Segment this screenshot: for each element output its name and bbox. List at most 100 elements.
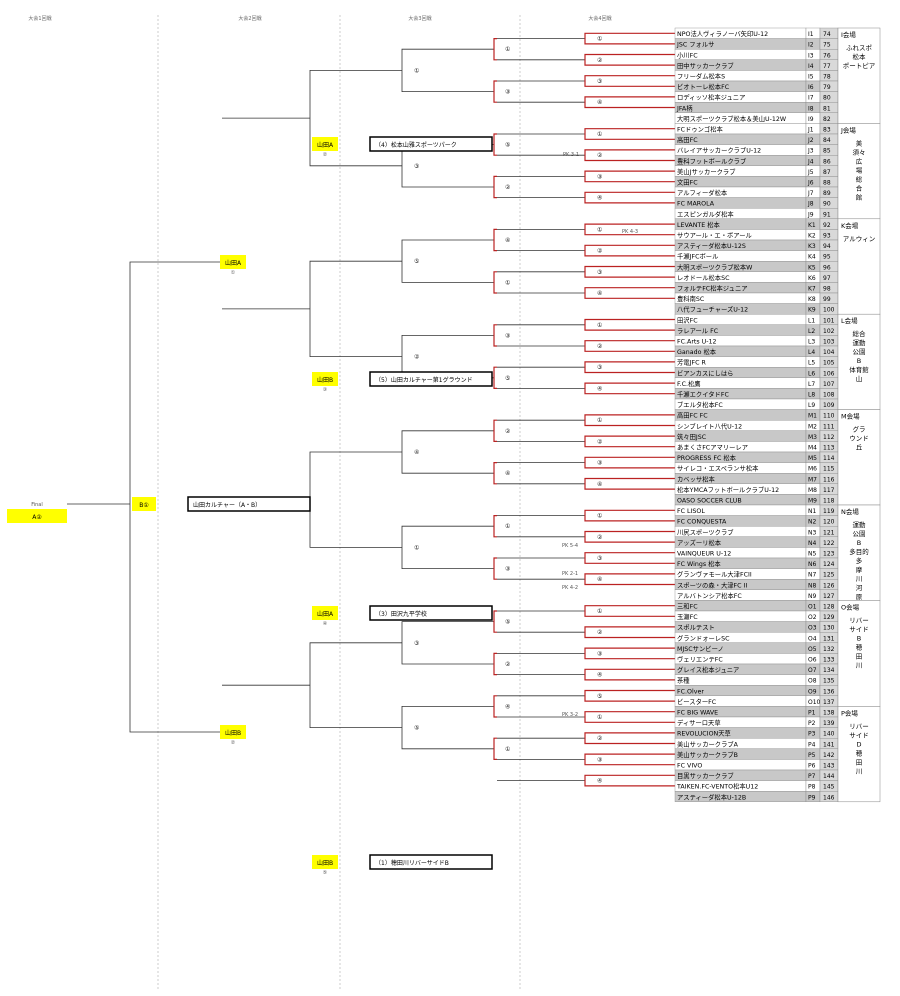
team-code: J3 — [807, 148, 814, 155]
team-number: 126 — [823, 582, 835, 589]
bracket-winner-lines — [493, 32, 675, 787]
bracket-line — [309, 70, 312, 167]
bracket-line — [493, 133, 497, 156]
team-code: O6 — [808, 657, 817, 664]
team-name: FC Wings 松本 — [677, 559, 721, 568]
team-number: 98 — [823, 286, 831, 293]
venue-name: L会場 — [841, 316, 858, 325]
team-name: ヴェリエンテFC — [677, 655, 723, 664]
bracket-line — [584, 753, 675, 766]
team-code: L5 — [808, 360, 815, 367]
match-number: ③ — [597, 756, 602, 763]
team-number: 81 — [823, 105, 831, 112]
team-name: ロディッソ松本ジュニア — [677, 93, 745, 102]
venue-line: アルウィン — [843, 235, 875, 243]
team-name: サウアール・エ・ボアール — [677, 232, 752, 240]
team-name: アスティーダ松本U-12B — [677, 792, 746, 801]
bracket-line — [584, 265, 675, 278]
bracket-line — [584, 605, 675, 617]
team-code: P2 — [808, 720, 816, 727]
team-name: 松本YMCAフットボールクラブU-12 — [677, 485, 779, 494]
team-name: TAIKEN.FC-VENTO松本U12 — [676, 782, 758, 791]
venue-line: 川 — [856, 575, 863, 583]
team-name: 筑々田JSC — [677, 432, 707, 441]
team-code: L9 — [808, 402, 815, 409]
team-name: Ganado 松本 — [677, 347, 717, 356]
bracket-line — [584, 626, 675, 639]
team-name: FC.Olver — [677, 688, 704, 695]
team-name: 千瀬JFCボール — [677, 252, 718, 261]
team-code: P9 — [808, 794, 816, 801]
venue-line: B — [857, 357, 861, 365]
team-number: 127 — [823, 593, 835, 600]
team-code: P5 — [808, 752, 816, 759]
bracket-line — [309, 642, 312, 728]
venue-line: 田 — [856, 652, 863, 660]
match-number: ⑤ — [414, 258, 419, 265]
match-number: ② — [597, 735, 603, 742]
team-number: 123 — [823, 551, 835, 558]
team-name: あまくさFCアマリーレア — [677, 444, 748, 452]
match-number: ④ — [597, 195, 602, 202]
team-code: L6 — [808, 370, 815, 377]
team-name: フリーダム松本S — [677, 72, 725, 81]
match-number: ③ — [505, 89, 510, 96]
pk-note-2: PK 4-3 — [622, 229, 638, 235]
team-name: 千瀬エクイタドFC — [677, 390, 729, 399]
team-name: スポーツの森・大津FC II — [677, 580, 747, 589]
team-number: 100 — [823, 307, 835, 314]
group-b-badge-box — [220, 725, 246, 739]
team-number: 113 — [823, 445, 835, 452]
bracket-line — [401, 430, 405, 474]
team-code: P8 — [808, 784, 816, 791]
team-code: K3 — [808, 243, 816, 250]
team-code: J8 — [807, 201, 814, 208]
team-name: 田中サッカークラブ — [677, 61, 734, 70]
bracket-line — [584, 711, 675, 723]
venue-line: サイド — [849, 625, 869, 633]
team-number: 89 — [823, 190, 831, 197]
team-code: M3 — [808, 434, 817, 441]
team-name: アッズーリ松本 — [677, 538, 722, 547]
team-number: 119 — [823, 508, 835, 515]
team-name: REVOLUCION天草 — [677, 729, 731, 738]
team-name: グランヴァモール大津FCII — [677, 570, 752, 579]
team-name: 豊科南SC — [677, 294, 705, 303]
team-code: M9 — [808, 498, 817, 505]
team-code: K6 — [808, 275, 816, 282]
team-name: 高田FC — [677, 135, 698, 144]
team-code: M6 — [808, 466, 817, 473]
team-code: I7 — [808, 95, 814, 102]
bracket-line — [584, 223, 675, 236]
venue-line: サイド — [849, 731, 869, 739]
match-number: ③ — [597, 460, 602, 467]
match-number: ④ — [414, 449, 419, 456]
match-number: ② — [597, 57, 603, 64]
quarter-2-sub: ③ — [323, 387, 327, 393]
bracket-line — [584, 96, 675, 109]
team-code: L7 — [808, 381, 815, 388]
team-name: ビオトーレ松本FC — [677, 82, 730, 91]
team-code: J9 — [807, 211, 814, 218]
venue-line: 運動 — [853, 520, 867, 529]
team-code: O2 — [808, 614, 817, 621]
match-number: ③ — [597, 173, 602, 180]
venue-line: 館 — [856, 192, 863, 201]
pk-note-5: PK 4-2 — [562, 585, 578, 591]
team-name: 田沢FC — [677, 315, 698, 324]
match-number: ④ — [597, 481, 602, 488]
team-code: J6 — [807, 180, 814, 187]
team-name: ビアンカスにしはら — [677, 368, 733, 377]
team-code: J2 — [807, 137, 814, 144]
bracket-line — [493, 228, 497, 252]
team-name: アスティーダ松本U-12S — [677, 241, 746, 250]
